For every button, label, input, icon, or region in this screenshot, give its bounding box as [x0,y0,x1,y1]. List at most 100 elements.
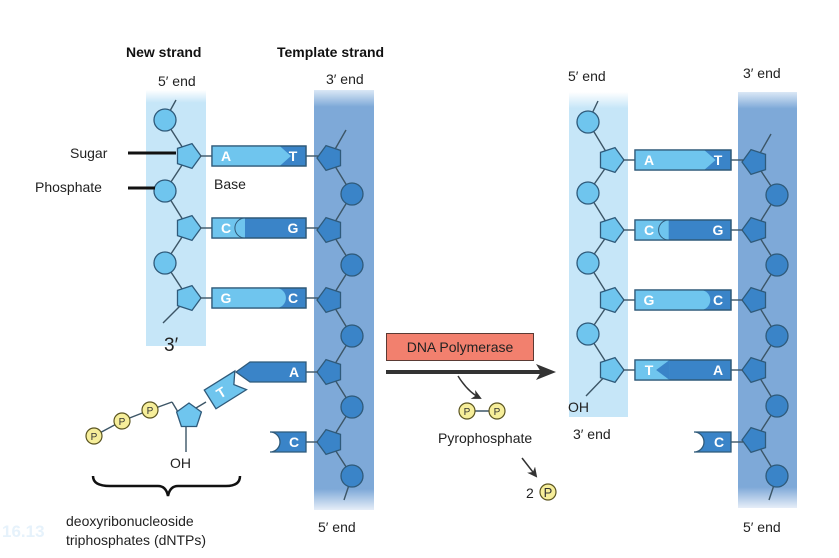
unpaired-template-base: A [234,361,307,383]
incoming-thymine: T [203,369,248,410]
base-pair-outline [211,145,307,167]
hydrolysis-arrow [521,457,538,478]
sugar-icon [599,356,625,384]
phosphate-icon [340,464,364,488]
sugar-icon [599,286,625,314]
left-new-strand-band [146,90,206,346]
phosphate-letter: P [147,406,154,417]
right-hydroxyl-label: OH [568,399,589,415]
free-phosphate-icon [141,401,159,419]
sugar-icon [741,356,767,384]
template-base-letter: C [713,292,723,308]
phosphate-icon [765,464,789,488]
sugar-icon [176,284,202,312]
thymine-shape [203,369,248,410]
base-pair-outline [211,287,307,309]
base-pair-outline [634,149,732,171]
adenine-point [656,360,670,380]
new-strand-base-letter: G [644,292,655,308]
template-base-letter: T [714,152,723,168]
template-base-shape [269,431,307,453]
phosphate-icon [765,394,789,418]
phosphate-letter: P [494,407,501,418]
base-pair-outline [634,219,732,241]
template-base-letter: A [289,364,299,380]
new-strand-base-letter: T [645,362,654,378]
sugar-icon [176,142,202,170]
sugar-icon [741,426,767,454]
template-base-letter: A [713,362,723,378]
unpaired-template-base: C [693,431,732,453]
sugar-icon [741,148,767,176]
phosphate-icon [153,108,177,132]
sugar-icon [741,286,767,314]
pyrophosphate-icon [488,402,506,420]
free-phosphate-icon [85,427,103,445]
guanine-shape [212,288,286,308]
new-strand-base-letter: G [221,290,232,306]
pyrophosphate-icon [458,402,476,420]
phosphate-letter: P [464,407,471,418]
phosphate-letter: P [91,432,98,443]
dntp-brace [91,475,242,497]
right-new-strand-3-end-label: 3′ end [573,426,611,442]
phosphate-icon [576,251,600,275]
sugar-icon [741,216,767,244]
phosphate-icon [576,181,600,205]
left-new-strand-3-end-label: 3′ [164,335,179,356]
sugar-icon [176,214,202,242]
phosphate-icon [765,253,789,277]
base-pair-outline [634,289,732,311]
adenine-shape [212,146,291,166]
dntp-caption-line1: deoxyribonucleoside [66,513,194,529]
sugar-icon [316,286,342,314]
new-strand-base-letter: A [644,152,654,168]
reaction-arrowhead [536,364,556,380]
sugar-icon [175,402,203,428]
phosphate-label: Phosphate [35,179,102,195]
sugar-icon [316,216,342,244]
dntp-hydroxyl-label: OH [170,455,191,471]
phosphate-icon [576,322,600,346]
pair-interface [234,217,245,239]
phosphate-icon [340,182,364,206]
phosphate-icon [765,183,789,207]
base-label: Base [214,176,246,192]
phosphate-bond [171,401,179,413]
right-template-5-end-label: 5′ end [743,519,781,535]
left-template-5-end-label: 5′ end [318,519,356,535]
cytosine-notch [234,218,245,238]
new-strand-base-letter: C [221,220,231,236]
phosphate-letter: P [544,485,553,500]
template-base-letter: C [289,434,299,450]
phosphate-icon [340,395,364,419]
unpaired-template-base: C [269,431,307,453]
phosphate-icon [765,324,789,348]
dntp-caption-line2: triphosphates (dNTPs) [66,532,207,548]
right-new-strand-5-end-label: 5′ end [568,68,606,84]
inorganic-phosphate-icon [539,483,557,501]
base-pair-outline [211,217,307,239]
sugar-icon [316,358,342,386]
left-template-3-end-label: 3′ end [326,71,364,87]
template-base-letter: G [288,220,299,236]
sugar-icon [599,216,625,244]
guanine-shape [635,290,711,310]
hydrolysis-count-label: 2 [526,485,534,501]
pyrophosphate-label: Pyrophosphate [438,430,533,446]
left-new-strand-5-end-label: 5′ end [158,73,196,89]
sugar-icon [599,146,625,174]
template-base-shape [234,361,307,383]
base-pair-outline [634,359,732,381]
byproduct-arrow [457,375,482,399]
sugar-icon [316,144,342,172]
